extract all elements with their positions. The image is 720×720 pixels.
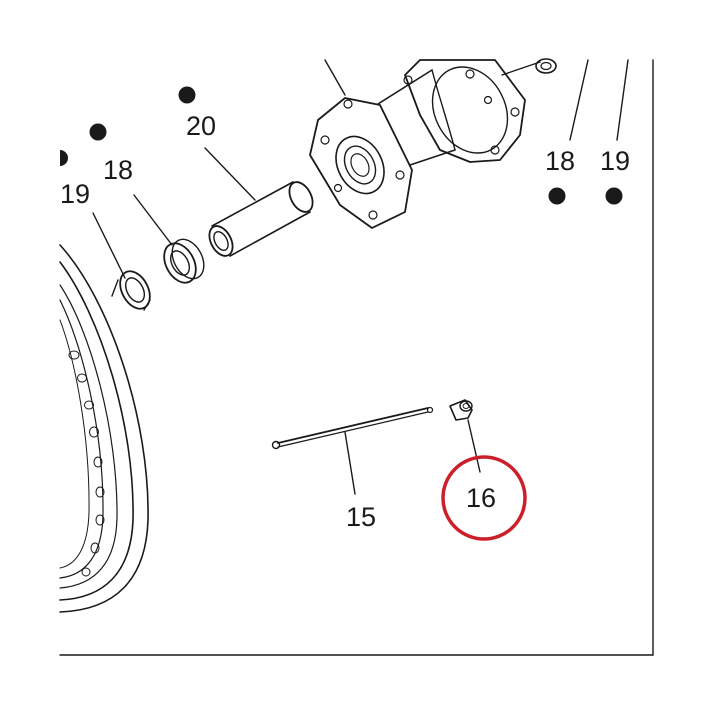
note-dot bbox=[605, 187, 623, 205]
note-dots bbox=[60, 86, 623, 205]
spacer-tube-part-20 bbox=[208, 181, 314, 257]
wheel-hub bbox=[309, 58, 557, 229]
note-dot bbox=[178, 86, 196, 104]
callout-19-right: 19 bbox=[600, 146, 630, 176]
note-dot bbox=[60, 150, 68, 166]
spoke-part-15 bbox=[271, 406, 434, 450]
wheel-rim bbox=[59, 244, 149, 613]
highlight-circle bbox=[441, 455, 527, 541]
leader-lines bbox=[92, 59, 629, 495]
seal-part-19-left bbox=[111, 270, 151, 311]
callout-18-left: 18 bbox=[103, 155, 133, 185]
callouts: 20 18 19 18 19 15 16 bbox=[60, 111, 630, 532]
diagram-frame bbox=[59, 59, 654, 656]
callout-18-right: 18 bbox=[545, 146, 575, 176]
spoke-nipple-part-16 bbox=[449, 399, 473, 421]
callout-19-left: 19 bbox=[60, 179, 90, 209]
bearing-part-18-left bbox=[163, 238, 205, 284]
note-dot bbox=[548, 187, 566, 205]
note-dot bbox=[89, 123, 107, 141]
callout-20: 20 bbox=[186, 111, 216, 141]
rim-spoke-holes bbox=[68, 350, 105, 577]
callout-16: 16 bbox=[466, 483, 496, 513]
callout-15: 15 bbox=[346, 502, 376, 532]
